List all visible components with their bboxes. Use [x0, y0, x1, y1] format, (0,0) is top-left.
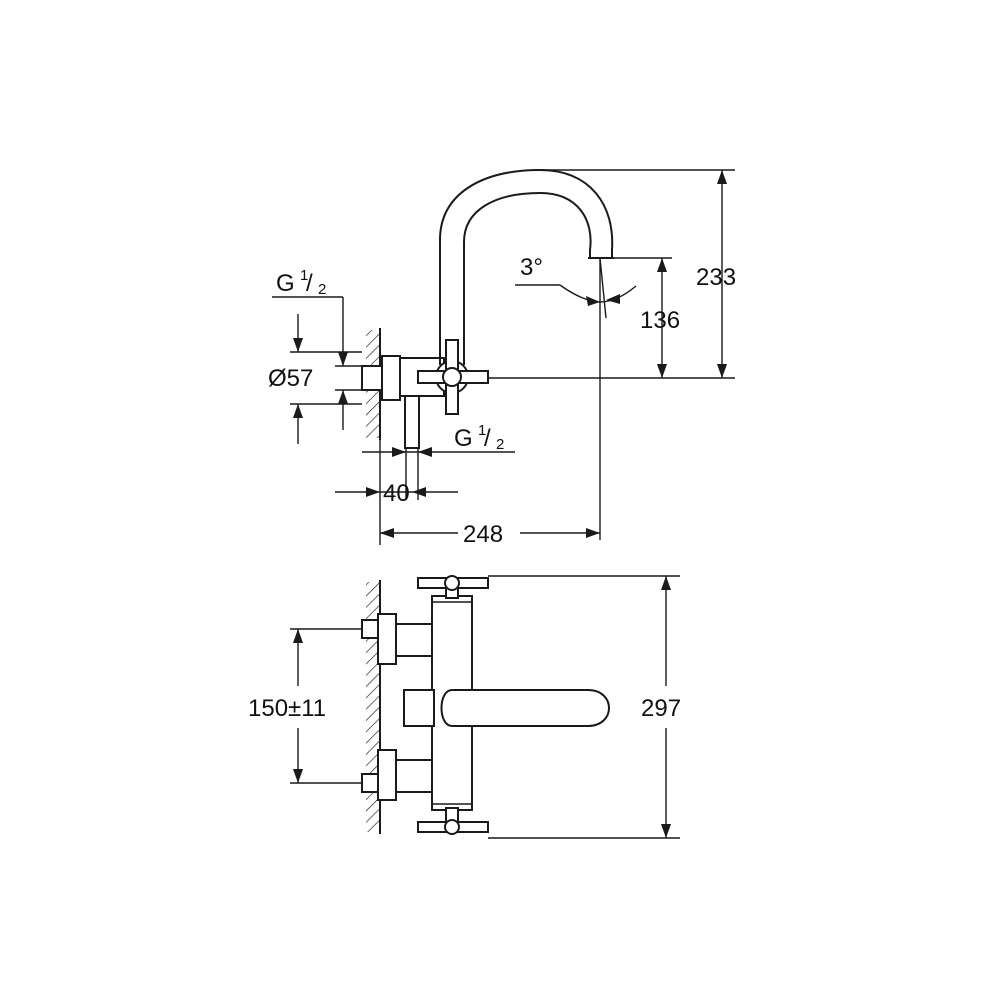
- lower-inlet-body: [377, 749, 397, 801]
- spout-outline-outer: [439, 168, 614, 365]
- svg-text:G: G: [276, 270, 295, 297]
- svg-text:1: 1: [478, 422, 486, 439]
- dim-297-arrow-top: [661, 576, 671, 590]
- dim-233-arrow-bottom: [717, 364, 727, 378]
- dim-40-label: 40: [383, 480, 410, 507]
- connector-nut: [381, 355, 401, 401]
- angle-arrow-left: [586, 296, 600, 306]
- svg-text:/: /: [484, 425, 491, 452]
- spout-block: [403, 689, 435, 727]
- dim-136-label: 136: [640, 307, 680, 334]
- svg-text:G: G: [454, 425, 473, 452]
- dia-arrow-bottom: [293, 404, 303, 418]
- angle-tilt-line: [599, 257, 607, 319]
- svg-text:2: 2: [318, 281, 326, 298]
- front-view: 150±11 297: [248, 575, 681, 839]
- handle-center: [442, 367, 462, 387]
- dim-150-label: 150±11: [248, 695, 326, 722]
- dim-297-arrow-bottom: [661, 824, 671, 838]
- thread-top-arrow-bottom: [338, 390, 348, 404]
- thread-bottom-arrow-right: [418, 447, 432, 457]
- dim-297-label: 297: [641, 695, 681, 722]
- wall-connector: [361, 365, 383, 391]
- svg-text:2: 2: [496, 436, 504, 453]
- dim-233-label: 233: [696, 264, 736, 291]
- svg-text:/: /: [306, 270, 313, 297]
- dim-150-arrow-bottom: [293, 769, 303, 783]
- dia-label: Ø57: [268, 365, 313, 392]
- dia-arrow-top: [293, 338, 303, 352]
- top-handle-hub: [444, 575, 460, 591]
- wall-hatch-front: [366, 582, 380, 832]
- thread-top-arrow: [338, 352, 348, 366]
- bottom-handle-hub: [444, 819, 460, 835]
- dim-40-arrow-left: [366, 487, 380, 497]
- svg-text:1: 1: [300, 267, 308, 284]
- angle-arc: [559, 284, 637, 303]
- angle-label: 3°: [520, 254, 543, 281]
- thread-top-label: G 1 / 2: [276, 267, 326, 298]
- dim-248-arrow-left: [380, 528, 394, 538]
- thread-bottom-arrow-left: [392, 447, 406, 457]
- dim-233-arrow-top: [717, 170, 727, 184]
- dim-248-arrow-right: [586, 528, 600, 538]
- dim-136-arrow-bottom: [657, 364, 667, 378]
- side-view: 233 136 3° G 1 / 2: [268, 168, 736, 548]
- angle-arrow-right: [606, 294, 620, 304]
- dim-248-label: 248: [463, 521, 503, 548]
- outlet-pipe: [404, 395, 420, 449]
- upper-inlet-body: [377, 613, 397, 665]
- spout-outline-inner: [463, 191, 592, 365]
- spout-front: [440, 689, 610, 727]
- dim-150-arrow-top: [293, 629, 303, 643]
- thread-bottom-label: G 1 / 2: [454, 422, 504, 453]
- dim-136-arrow-top: [657, 258, 667, 272]
- dim-40-arrow-right: [412, 487, 426, 497]
